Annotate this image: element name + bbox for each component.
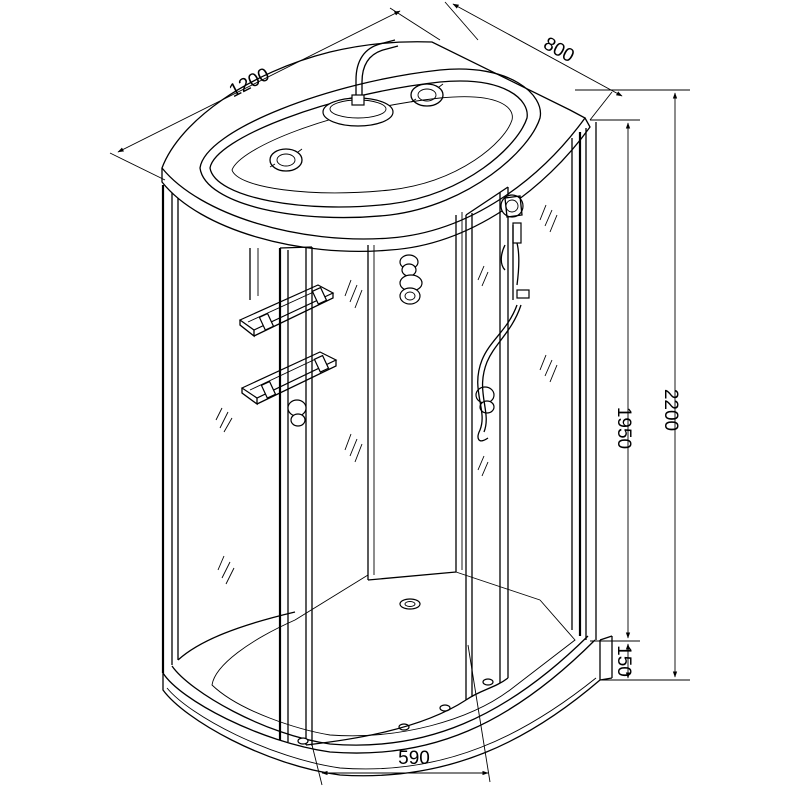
- door-top-track: [279, 186, 509, 249]
- cabin-roof: [161, 39, 591, 252]
- mixer-knob-top-icon: [399, 254, 419, 277]
- cabin-height-label: 1950: [613, 407, 634, 449]
- dimension-width: [109, 7, 441, 181]
- door-handle-right-icon[interactable]: [475, 386, 495, 414]
- roller-icons: [297, 678, 494, 745]
- dimension-depth: [444, 1, 623, 121]
- hand-shower-icon: [477, 194, 530, 442]
- depth-label: 800: [540, 33, 578, 67]
- roof-vent-right-icon: [410, 83, 444, 107]
- shelf-upper: [238, 284, 335, 338]
- total-height-label: 2200: [660, 389, 681, 431]
- door-bottom-track: [305, 677, 509, 746]
- roof-vent-left-icon: [269, 148, 303, 172]
- shower-tray: [162, 598, 613, 777]
- dimension-cabin-height: [590, 119, 640, 642]
- shelf-lower: [240, 351, 338, 406]
- mixer-knob-bottom-icon: [399, 274, 423, 305]
- cabin-frame: [161, 122, 597, 746]
- tray-height-label: 150: [613, 645, 634, 677]
- dimension-total-height: [575, 89, 690, 681]
- glass-reflections: [215, 204, 558, 585]
- door-handle-left-icon[interactable]: [287, 399, 307, 427]
- back-wall-panel: [249, 212, 541, 621]
- drain-icon: [399, 598, 421, 610]
- mixer-controls: [399, 254, 423, 305]
- door-width-label: 590: [398, 748, 430, 769]
